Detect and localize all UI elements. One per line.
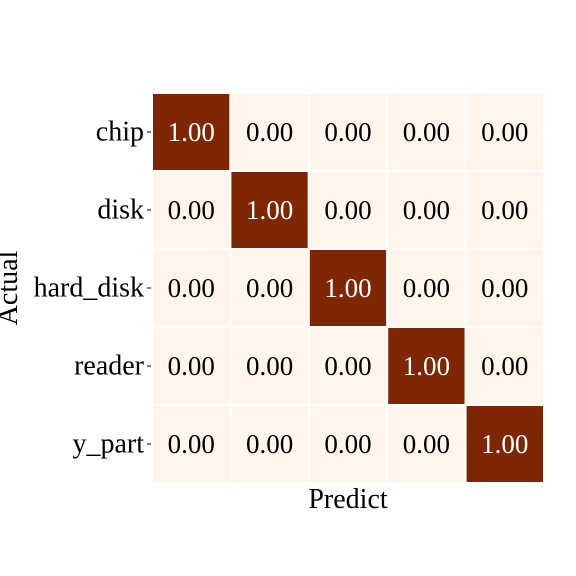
heatmap-cell-hard_disk-disk <box>229 248 310 328</box>
heatmap-cell-y_part-hard_disk <box>307 404 389 484</box>
heatmap-cell-reader-hard_disk <box>307 326 389 406</box>
heatmap-cell-disk-y_part <box>464 170 546 250</box>
cell-value-label: 0.00 <box>168 195 215 225</box>
cell-value-label: 0.00 <box>324 117 371 147</box>
y-tick-label: reader <box>74 351 145 382</box>
heatmap-cell-labels: 1.00 0.00 0.00 0.00 0.00 0.00 1.00 0.00 0.00 0.00… <box>168 117 529 459</box>
heatmap-cell-disk-hard_disk <box>307 170 389 250</box>
heatmap-cell-reader-y_part <box>464 326 546 406</box>
y-tick-label: chip <box>96 117 144 148</box>
cell-value-label: 1.00 <box>324 273 371 303</box>
heatmap-cell-y_part-y_part <box>464 404 546 484</box>
cell-value-label: 0.00 <box>246 273 293 303</box>
cell-value-label: 0.00 <box>481 273 528 303</box>
cell-value-label: 0.00 <box>481 195 528 225</box>
heatmap-cell-reader-chip <box>151 326 232 406</box>
y-axis-label: Actual <box>0 250 24 325</box>
cell-value-label: 1.00 <box>246 195 293 225</box>
cell-value-label: 0.00 <box>246 351 293 381</box>
x-axis-label: Predict <box>308 484 388 515</box>
cell-value-label: 0.00 <box>403 273 450 303</box>
cell-value-label: 0.00 <box>403 195 450 225</box>
cell-value-label: 0.00 <box>403 117 450 147</box>
cell-value-label: 1.00 <box>168 117 215 147</box>
cell-value-label: 0.00 <box>324 195 371 225</box>
cell-value-label: 0.00 <box>246 429 293 459</box>
heatmap-cell-reader-disk <box>229 326 310 406</box>
cell-value-label: 0.00 <box>246 117 293 147</box>
cell-value-label: 0.00 <box>168 351 215 381</box>
cell-value-label: 0.00 <box>324 351 371 381</box>
heatmap-cell-y_part-chip <box>151 404 232 484</box>
y-tick-label: hard_disk <box>34 273 144 304</box>
cell-value-label: 0.00 <box>168 429 215 459</box>
cell-value-label: 0.00 <box>481 117 528 147</box>
heatmap-cell-chip-chip <box>151 92 232 172</box>
heatmap-cell-reader-reader <box>386 326 467 406</box>
heatmap-cell-chip-disk <box>229 92 310 172</box>
heatmap-cell-disk-chip <box>151 170 232 250</box>
cell-value-label: 1.00 <box>481 429 528 459</box>
heatmap-cells <box>151 92 546 484</box>
cell-value-label: 0.00 <box>403 429 450 459</box>
cell-value-label: 1.00 <box>403 351 450 381</box>
cell-value-label: 0.00 <box>324 429 371 459</box>
cell-value-label: 0.00 <box>168 273 215 303</box>
y-tick-label: disk <box>97 195 144 226</box>
heatmap-cell-y_part-disk <box>229 404 310 484</box>
cell-value-label: 0.00 <box>481 351 528 381</box>
y-tick-label: y_part <box>72 429 144 460</box>
heatmap-cell-hard_disk-reader <box>386 248 467 328</box>
